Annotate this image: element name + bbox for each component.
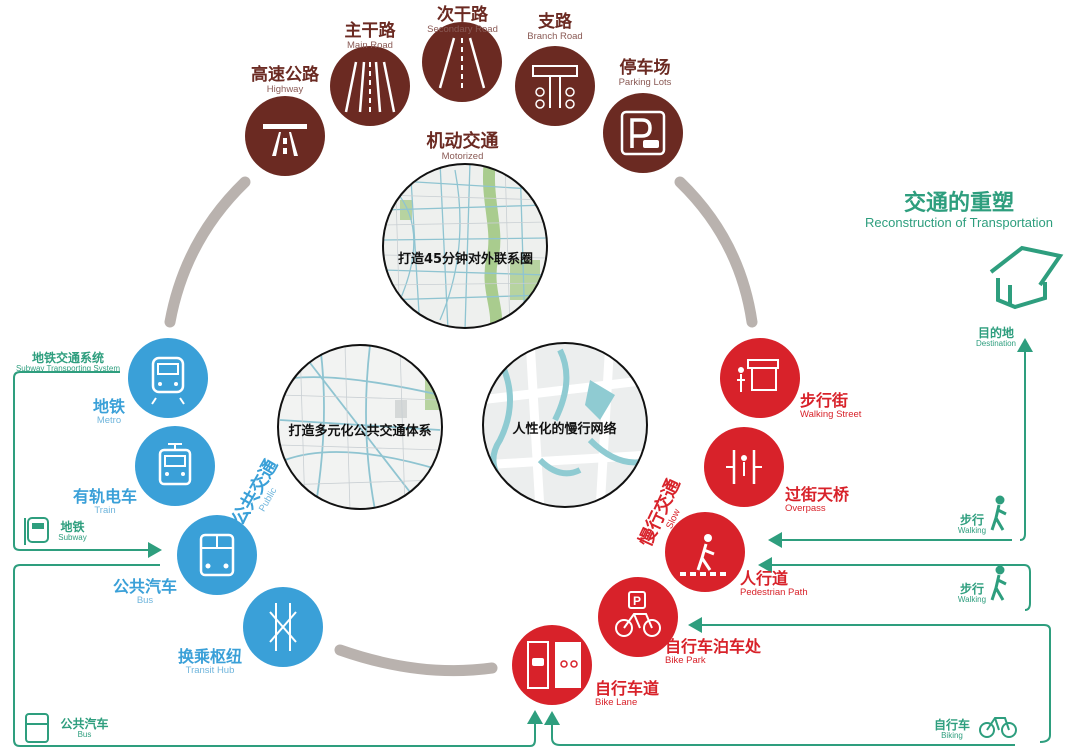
house-icon	[989, 245, 1064, 310]
flow-lines	[13, 338, 1051, 747]
svg-text:P: P	[633, 594, 641, 608]
branch-road-icon	[515, 46, 595, 126]
bus-small-icon	[25, 713, 49, 743]
parking-icon	[603, 93, 683, 173]
tram-icon	[135, 426, 215, 506]
slow-icons: P	[512, 338, 800, 705]
motorized-icons	[245, 22, 683, 176]
bike-park-icon: P	[598, 577, 678, 657]
subway-small-icon	[27, 517, 49, 543]
metro-icon	[128, 338, 208, 418]
walking-icon-2	[990, 565, 1007, 601]
ring-arcs	[164, 176, 758, 677]
walking-street-icon	[720, 338, 800, 418]
secondary-road-icon	[422, 22, 502, 102]
map-external-link	[382, 163, 548, 329]
bike-icon	[979, 717, 1017, 738]
caption-slow-network: 人性化的慢行网络	[512, 422, 617, 437]
caption-external-link: 打造45分钟对外联系圈	[397, 252, 534, 267]
caption-public-system: 打造多元化公共交通体系	[288, 424, 432, 439]
transit-hub-icon	[243, 587, 323, 667]
bike-lane-icon	[512, 625, 592, 705]
bus-icon	[177, 515, 257, 595]
public-icons	[128, 338, 323, 667]
label-reconstruction: 交通的重塑 Reconstruction of Transportation	[865, 191, 1053, 231]
map-public-system	[277, 344, 443, 510]
walking-icon-1	[990, 495, 1007, 531]
main-road-icon	[330, 46, 410, 126]
highway-icon	[245, 96, 325, 176]
map-slow-network	[482, 342, 648, 508]
overpass-icon	[704, 427, 784, 507]
pedestrian-icon	[665, 512, 745, 592]
